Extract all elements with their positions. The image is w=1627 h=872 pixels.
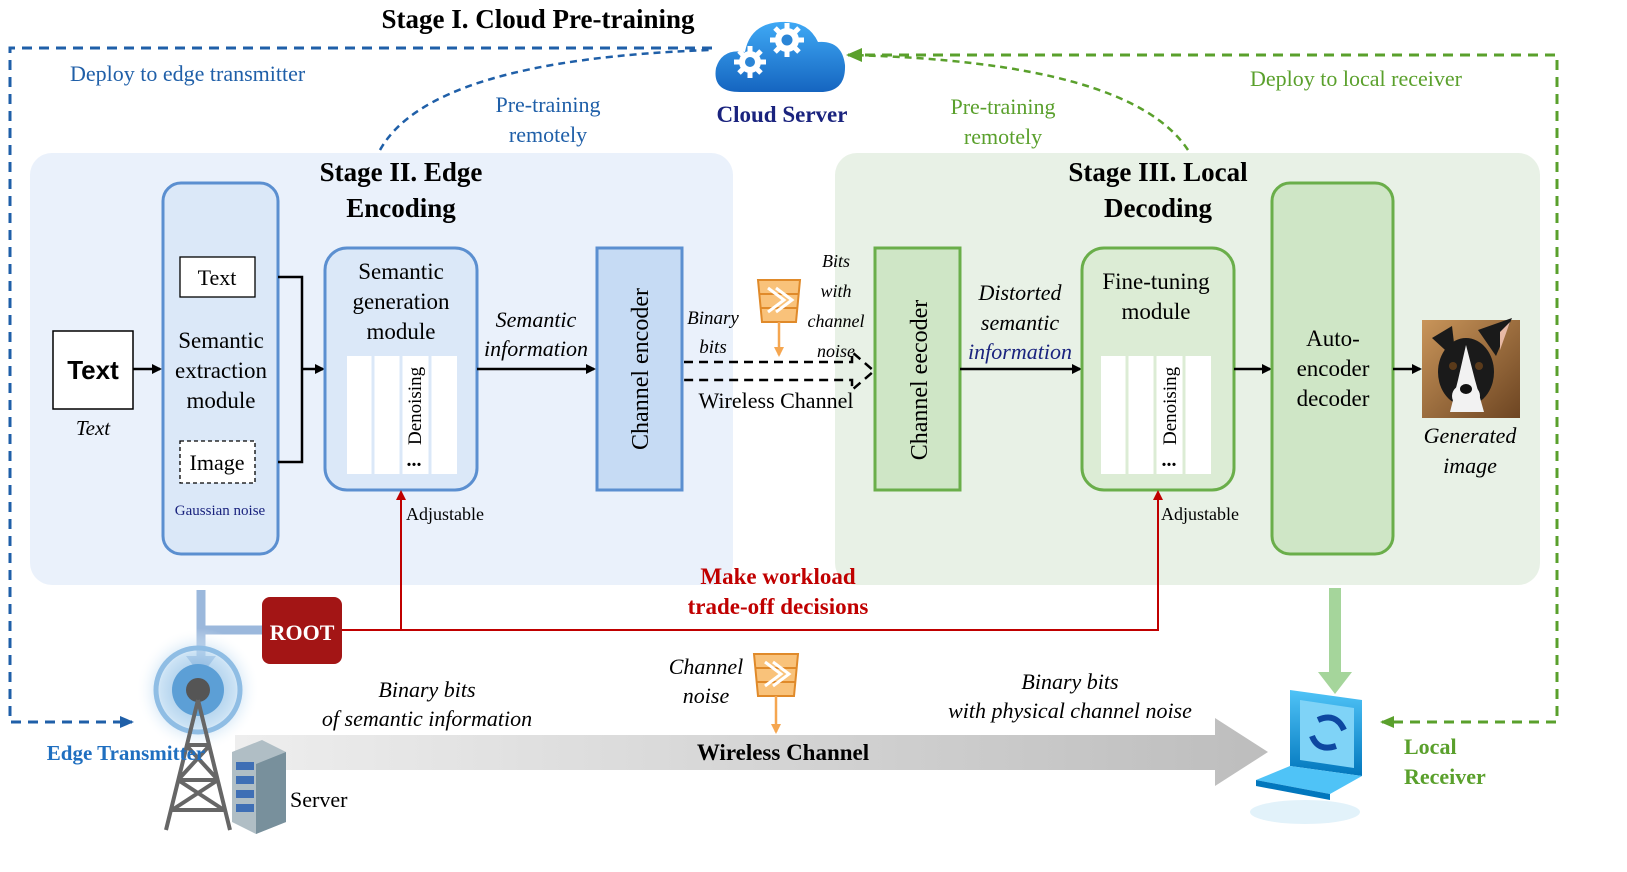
generated-line1: Generated [1424,423,1518,448]
finetune-label-line2: module [1122,299,1191,324]
generated-dog-image [1422,318,1520,418]
bottom-wireless-label: Wireless Channel [697,740,869,765]
deploy-edge-loop [8,46,712,728]
channel-encoder-label: Channel encoder [628,288,654,450]
generation-dots: ... [407,449,422,471]
local-receiver-line2: Receiver [1404,764,1486,789]
stage1-title: Stage I. Cloud Pre-training [381,4,695,34]
transmitter-tower-icon [136,628,260,831]
pretrain-right-line1: Pre-training [950,94,1055,119]
green-loop-cloud-arrowhead [846,48,862,62]
distorted-line1: Distorted [977,280,1062,305]
server-rack-icon [232,740,286,834]
text-input-label: Text [67,355,119,385]
gear-icon [734,46,766,78]
bottom-wireless-arrow [235,718,1268,786]
wireless-channel-arrow [684,349,876,393]
laptop-receiver-icon [1250,690,1362,824]
text-input-caption: Text [76,416,111,440]
finetune-label-line1: Fine-tuning [1102,269,1210,294]
autoencoder-line3: decoder [1297,386,1370,411]
binary-right-line2: with physical channel noise [948,698,1192,723]
noise-icon [756,279,802,323]
generation-label-line1: Semantic [358,259,444,284]
extraction-label-line1: Semantic [178,328,264,353]
channel-decoder-label: Channel eecoder [907,300,933,461]
generation-label-line2: generation [352,289,450,314]
pretrain-left-line2: remotely [509,122,587,147]
autoencoder-line1: Auto- [1306,326,1360,351]
stage3-title-line1: Stage III. Local [1068,157,1248,187]
distorted-line2: semantic [981,310,1059,335]
pretrain-left-curve [378,48,711,151]
stage2-title-line1: Stage II. Edge [320,157,483,187]
root-controller [262,597,342,664]
binary-left-line2: of semantic information [322,706,532,731]
gaussian-noise-label: Gaussian noise [175,503,266,519]
semantic-info-line2: information [484,336,588,361]
pretrain-right-line2: remotely [964,124,1042,149]
deploy-edge-label: Deploy to edge transmitter [70,61,306,86]
decision-line2: trade-off decisions [688,594,869,619]
channel-decoder-block [873,246,962,492]
server-label: Server [290,787,348,812]
stage3-title-line2: Decoding [1104,193,1213,223]
wireless-channel-label: Wireless Channel [699,388,854,413]
generation-denoising-label: Denoising [405,366,426,445]
cloud-server-icon [715,21,846,92]
text-input-box [52,330,134,410]
bits-noise-line4: noise [817,341,855,361]
decision-line-right [341,490,1163,631]
binary-left-line1: Binary bits [378,677,475,702]
pretrain-left-line1: Pre-training [495,92,600,117]
extraction-text-box [179,256,256,298]
extraction-text-label: Text [198,265,237,290]
autoencoder-line2: encoder [1297,356,1370,381]
channel-noise-line2: noise [683,683,730,708]
generated-line2: image [1443,453,1497,478]
bits-noise-line3: channel [808,311,865,331]
distorted-line3: information [968,339,1072,364]
gear-icon [770,23,804,57]
generation-adjustable-label: Adjustable [406,504,484,524]
decision-line1: Make workload [700,564,855,589]
extraction-label-line2: extraction [175,358,267,383]
binary-right-line1: Binary bits [1021,669,1118,694]
extraction-image-label: Image [190,450,245,475]
deploy-local-label: Deploy to local receiver [1250,66,1463,91]
semantic-info-line1: Semantic [496,307,577,332]
deploy-local-loop [848,53,1559,728]
bits-noise-line2: with [820,281,851,301]
channel-noise-line1: Channel [669,654,744,679]
binary-bits-line2: bits [699,337,726,358]
finetune-dots: ... [1162,449,1177,471]
local-down-arrowhead [1318,672,1352,694]
finetune-denoising-label: Denoising [1160,366,1181,445]
channel-encoder-block [595,246,684,492]
cloud-server-label: Cloud Server [717,102,848,127]
local-receiver-line1: Local [1404,734,1457,759]
generation-label-line3: module [367,319,436,344]
finetune-adjustable-label: Adjustable [1161,504,1239,524]
extraction-label-line3: module [187,388,256,413]
binary-bits-line1: Binary [687,308,739,329]
stage2-title-line2: Encoding [346,193,456,223]
noise-icon [752,653,800,697]
pretrain-right-curve [849,53,1190,151]
root-label: ROOT [270,620,335,645]
edge-transmitter-label: Edge Transmitter [47,741,205,765]
extraction-image-box [179,440,256,484]
bits-noise-line1: Bits [822,251,850,271]
